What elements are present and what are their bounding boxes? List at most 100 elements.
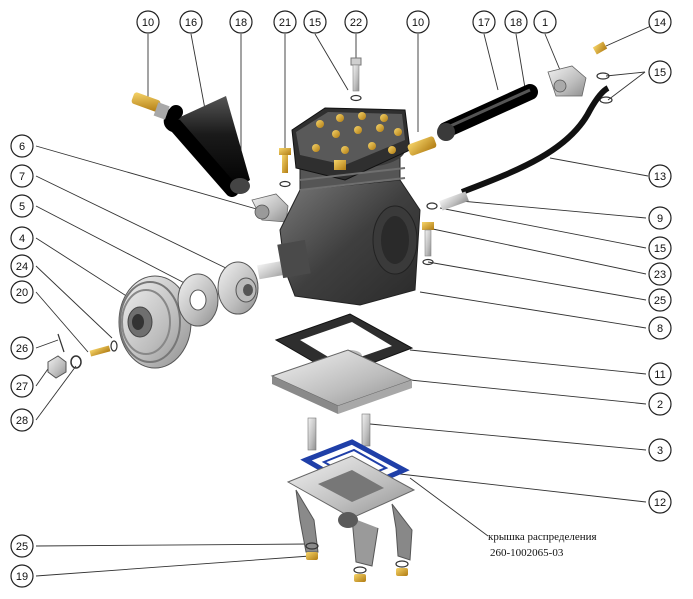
callout-circle <box>344 10 368 34</box>
callout-8: 8 <box>648 316 672 340</box>
callout-number: 15 <box>309 17 321 29</box>
callout-number: 17 <box>478 17 490 29</box>
callout-number: 24 <box>16 261 28 273</box>
head-bolts <box>312 112 402 170</box>
callout-circle <box>648 490 672 514</box>
callout-7: 7 <box>10 164 34 188</box>
callout-circle <box>229 10 253 34</box>
callout-number: 20 <box>16 287 28 299</box>
bolt-14 <box>592 41 608 55</box>
callout-25: 25 <box>10 534 34 558</box>
callout-circle <box>648 438 672 462</box>
callout-number: 15 <box>654 243 666 255</box>
studs-3 <box>307 413 371 451</box>
callout-3: 3 <box>648 438 672 462</box>
callout-circle <box>648 392 672 416</box>
callout-circle <box>472 10 496 34</box>
distribution-cover <box>286 455 416 567</box>
callout-4: 4 <box>10 226 34 250</box>
callout-10: 10 <box>136 10 160 34</box>
callout-circle <box>10 254 34 278</box>
gasket-11 <box>274 313 414 377</box>
washers-15 <box>279 72 613 210</box>
callout-circle <box>533 10 557 34</box>
callout-9: 9 <box>648 206 672 230</box>
callout-circle <box>136 10 160 34</box>
callout-22: 22 <box>344 10 368 34</box>
callout-28: 28 <box>10 408 34 432</box>
callout-circle <box>273 10 297 34</box>
callout-circle <box>10 374 34 398</box>
callout-14: 14 <box>648 10 672 34</box>
washer-5 <box>177 273 219 327</box>
callout-number: 16 <box>185 17 197 29</box>
callout-circle <box>10 408 34 432</box>
callout-number: 9 <box>657 213 663 225</box>
callout-26: 26 <box>10 336 34 360</box>
elbow-6 <box>251 193 289 223</box>
callout-number: 1 <box>542 17 548 29</box>
callout-number: 12 <box>654 497 666 509</box>
hose-17 <box>437 84 538 141</box>
callout-2: 2 <box>648 392 672 416</box>
callout-12: 12 <box>648 490 672 514</box>
callout-circle <box>648 60 672 84</box>
callout-19: 19 <box>10 564 34 588</box>
callout-24: 24 <box>10 254 34 278</box>
callout-circle <box>504 10 528 34</box>
part-note-title: крышка распределения <box>488 531 597 543</box>
callout-15: 15 <box>648 60 672 84</box>
cotter-pin-26 <box>57 333 65 353</box>
callout-circle <box>10 194 34 218</box>
callout-18: 18 <box>229 10 253 34</box>
hub-7 <box>217 261 259 315</box>
callout-21: 21 <box>273 10 297 34</box>
callout-circle <box>10 134 34 158</box>
callout-circle <box>648 236 672 260</box>
callout-10: 10 <box>406 10 430 34</box>
callout-number: 22 <box>350 17 362 29</box>
callout-number: 14 <box>654 17 666 29</box>
callout-number: 7 <box>19 171 25 183</box>
callout-circle <box>648 164 672 188</box>
callout-number: 15 <box>654 67 666 79</box>
callout-circle <box>648 288 672 312</box>
callout-11: 11 <box>648 362 672 386</box>
callout-number: 11 <box>654 369 665 381</box>
nut-27 <box>47 355 67 379</box>
callout-number: 21 <box>279 17 291 29</box>
callout-number: 28 <box>16 415 28 427</box>
callout-number: 10 <box>412 17 424 29</box>
hose-16 <box>163 96 250 197</box>
callout-circle <box>648 362 672 386</box>
callout-number: 19 <box>16 571 28 583</box>
callout-16: 16 <box>179 10 203 34</box>
callout-18: 18 <box>504 10 528 34</box>
callout-circle <box>10 564 34 588</box>
callout-5: 5 <box>10 194 34 218</box>
plate-2 <box>270 349 414 414</box>
fitting-10-left <box>131 92 170 120</box>
callout-number: 25 <box>16 541 28 553</box>
callout-25: 25 <box>648 288 672 312</box>
callout-17: 17 <box>472 10 496 34</box>
bolt-21 <box>279 148 291 173</box>
callout-13: 13 <box>648 164 672 188</box>
leader-lines <box>35 21 661 577</box>
callout-circle <box>648 10 672 34</box>
callout-number: 13 <box>654 171 666 183</box>
callout-20: 20 <box>10 280 34 304</box>
callout-1: 1 <box>533 10 557 34</box>
callout-number: 8 <box>657 323 663 335</box>
bolt-22 <box>350 57 362 92</box>
pipe-13 <box>439 85 610 211</box>
bolt-24 <box>89 340 118 357</box>
callout-circle <box>179 10 203 34</box>
bolt-23 <box>422 222 434 266</box>
callout-circle <box>303 10 327 34</box>
pulley-4 <box>118 275 192 369</box>
callout-circle <box>406 10 430 34</box>
washer-28 <box>70 355 82 369</box>
